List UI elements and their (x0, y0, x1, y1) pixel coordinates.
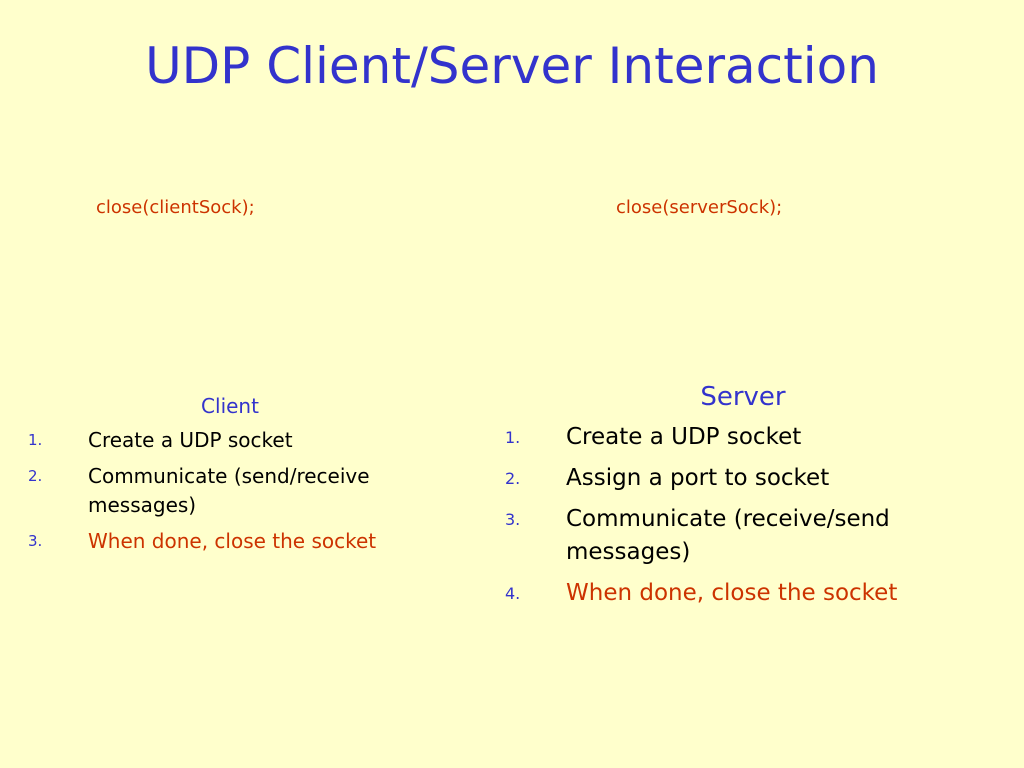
server-column: Server 1. Create a UDP socket 2. Assign … (505, 380, 1020, 618)
list-item: 2. Communicate (send/receive messages) (28, 462, 478, 520)
server-close-code: close(serverSock); (616, 197, 783, 218)
step-text: Communicate (receive/send messages) (566, 506, 890, 565)
client-close-code: close(clientSock); (96, 197, 255, 218)
list-item: 2. Assign a port to socket (505, 462, 1020, 495)
list-item: 4. When done, close the socket (505, 577, 1020, 610)
step-number: 2. (505, 469, 521, 488)
step-text: Communicate (send/receive messages) (88, 464, 370, 517)
step-number: 1. (505, 428, 521, 447)
step-text: When done, close the socket (566, 580, 898, 606)
step-number: 4. (505, 584, 521, 603)
step-text: When done, close the socket (88, 529, 377, 553)
list-item: 1. Create a UDP socket (505, 421, 1020, 454)
step-number: 3. (28, 532, 43, 550)
step-text: Assign a port to socket (566, 465, 830, 491)
list-item: 1. Create a UDP socket (28, 426, 478, 455)
client-heading: Client (201, 394, 259, 418)
client-column: Client 1. Create a UDP socket 2. Communi… (28, 392, 478, 563)
step-text: Create a UDP socket (566, 424, 802, 450)
step-text: Create a UDP socket (88, 428, 293, 452)
server-heading: Server (700, 382, 786, 412)
step-number: 3. (505, 510, 521, 529)
server-steps-list: 1. Create a UDP socket 2. Assign a port … (505, 421, 1020, 610)
step-number: 1. (28, 431, 43, 449)
client-steps-list: 1. Create a UDP socket 2. Communicate (s… (28, 426, 478, 556)
slide-title: UDP Client/Server Interaction (145, 37, 879, 95)
list-item: 3. When done, close the socket (28, 527, 478, 556)
step-number: 2. (28, 467, 43, 485)
list-item: 3. Communicate (receive/send messages) (505, 503, 1020, 569)
